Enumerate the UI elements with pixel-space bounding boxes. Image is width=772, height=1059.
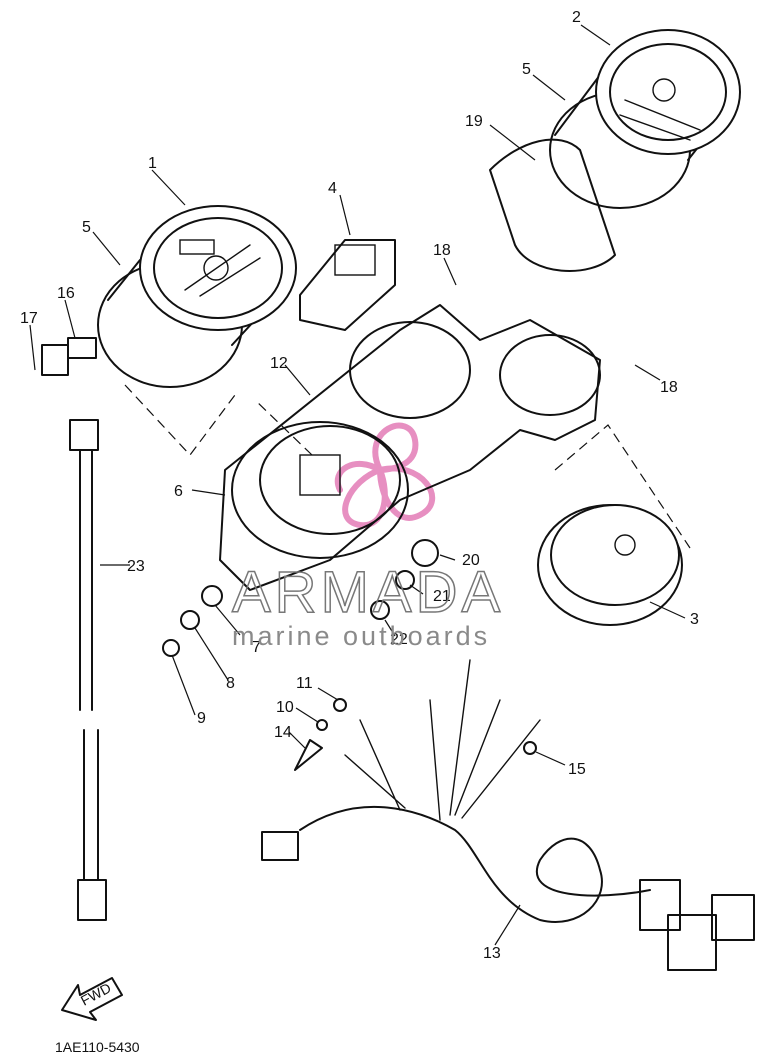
callout-16: 16 (57, 285, 75, 302)
indicator-light-unit (299, 239, 396, 331)
callout-5a: 5 (522, 61, 531, 78)
callout-11: 11 (296, 675, 313, 692)
diagram-code: 1AE110-5430 (55, 1039, 140, 1055)
armada-logo-icon (334, 422, 436, 529)
callout-7: 7 (252, 639, 261, 656)
callout-21: 21 (433, 588, 451, 605)
callout-17: 17 (20, 310, 38, 327)
callout-12: 12 (270, 355, 288, 372)
callout-15: 15 (568, 761, 586, 778)
watermark-tagline: marine outboards (232, 621, 490, 651)
speedometer-cable (69, 419, 107, 921)
callout-14: 14 (274, 724, 292, 741)
callout-13: 13 (483, 945, 501, 962)
meter-cup (489, 138, 616, 272)
front-arrow-label: FWD (78, 980, 114, 1009)
callout-6: 6 (174, 483, 183, 500)
callout-18a: 18 (433, 242, 451, 259)
callout-5b: 5 (82, 219, 91, 236)
front-arrow-icon: FWD (61, 977, 123, 1021)
callout-10: 10 (276, 699, 294, 716)
callout-19: 19 (465, 113, 483, 130)
watermark-brand: ARMADA (232, 560, 504, 625)
meter-housing (231, 421, 409, 559)
lower-meter-assembly (537, 504, 683, 626)
callout-9: 9 (197, 710, 206, 727)
tachometer-assembly (549, 29, 741, 209)
wire-harness (261, 659, 755, 971)
assembly-dash-lines (124, 384, 691, 549)
callout-20: 20 (462, 552, 480, 569)
callout-3: 3 (690, 611, 699, 628)
speedometer-assembly (97, 205, 297, 388)
callout-18b: 18 (660, 379, 678, 396)
meter-bracket (219, 304, 601, 591)
leader-lines (29, 24, 686, 946)
callout-22: 22 (390, 631, 408, 648)
small-parts (41, 337, 537, 771)
callouts: 1 2 3 4 5 5 6 7 8 9 10 11 12 13 14 15 16… (20, 9, 699, 962)
callout-8: 8 (226, 675, 235, 692)
callout-23: 23 (127, 558, 145, 575)
callout-2: 2 (572, 9, 581, 26)
callout-1: 1 (148, 155, 157, 172)
callout-4: 4 (328, 180, 337, 197)
